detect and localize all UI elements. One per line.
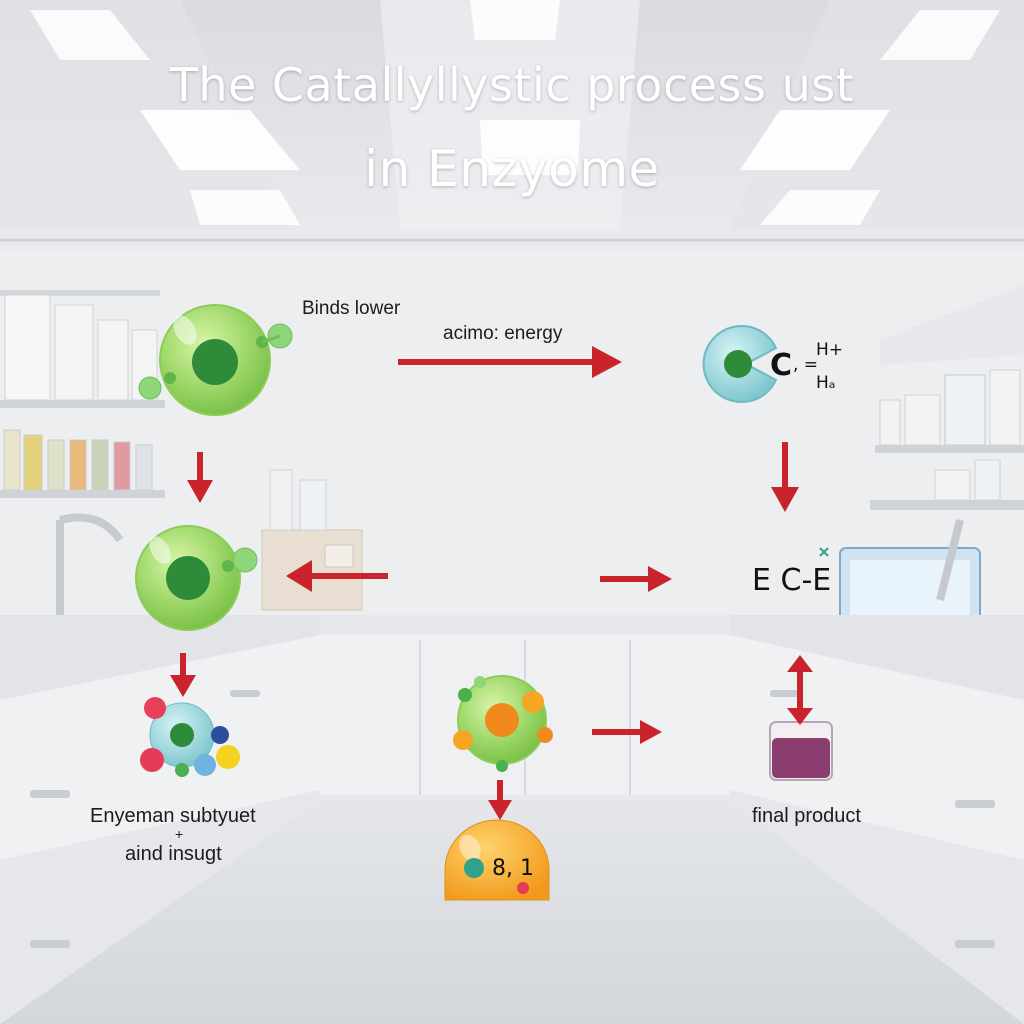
lab-benches	[0, 615, 1024, 1024]
reaction-sparkle-icon	[819, 547, 829, 557]
final-product-label: final product	[752, 805, 861, 827]
enzyme-substrate-cluster	[140, 697, 240, 777]
floor	[0, 800, 1024, 1024]
enzyme-substrate-middle-left	[135, 525, 258, 631]
binds-lower-label: Binds lower	[302, 298, 401, 319]
ceiling-lights	[30, 0, 1000, 225]
complex-c-label: C	[770, 348, 793, 383]
enzyme-substrate-top-left	[138, 304, 293, 416]
substrate-label-line2: aind insugt	[125, 843, 222, 865]
h-plus-label: H+	[816, 340, 844, 360]
arrow-heads	[170, 346, 813, 820]
enzyme-orange-substrates	[453, 675, 553, 772]
ec-e-label: E C-E	[752, 563, 832, 598]
activation-energy-label: acimo: energy	[443, 323, 563, 344]
complex-separator: , =	[793, 355, 819, 375]
diagram-title-line2: in Enzyome	[364, 140, 660, 198]
final-product-beaker	[769, 721, 833, 781]
right-shelves	[870, 285, 1024, 510]
substrate-label-line1: Enyeman subtyuet	[90, 805, 256, 827]
h-sub-label: Hₐ	[816, 373, 836, 393]
orange-blob-text: 8, 1	[492, 856, 534, 881]
enzyme-complex-top-right	[702, 325, 778, 403]
diagram-title-line1: The Catallyllystic process ust	[169, 58, 855, 112]
substrate-label-plus: +	[175, 826, 184, 842]
orange-product-blob	[444, 819, 550, 901]
